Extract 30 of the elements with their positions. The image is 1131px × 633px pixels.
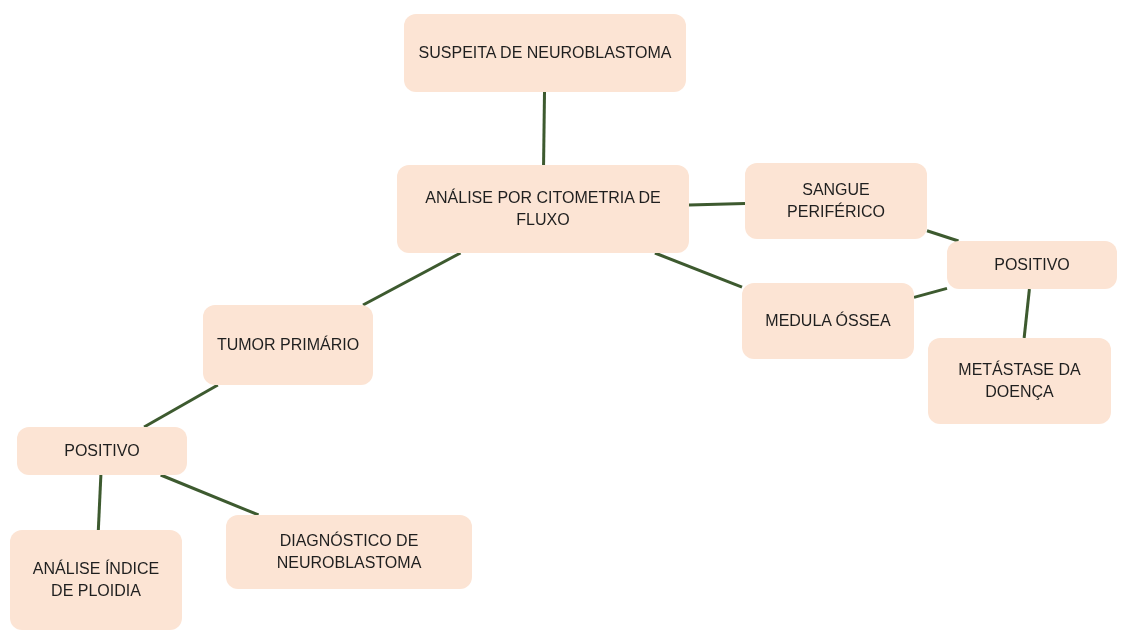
- box-label: METÁSTASE DA DOENÇA: [957, 359, 1082, 402]
- box-label: DIAGNÓSTICO DE NEUROBLASTOMA: [275, 530, 423, 573]
- box-label: ANÁLISE POR CITOMETRIA DE FLUXO: [424, 187, 662, 230]
- connector-line: [143, 383, 219, 429]
- connector-line: [96, 474, 103, 531]
- connector-line: [542, 91, 546, 166]
- box-label: MEDULA ÓSSEA: [765, 310, 891, 332]
- process-box: [745, 163, 927, 239]
- process-box: [928, 338, 1111, 424]
- connector-line: [913, 286, 948, 299]
- connector-line: [926, 229, 959, 243]
- process-box: [17, 427, 187, 475]
- connector-line: [688, 202, 746, 207]
- process-box: [10, 530, 182, 630]
- process-box: [404, 14, 686, 92]
- process-box: [742, 283, 914, 359]
- box-label: SUSPEITA DE NEUROBLASTOMA: [418, 43, 672, 64]
- connector-line: [654, 251, 743, 289]
- process-box: [397, 165, 689, 253]
- box-label: POSITIVO: [994, 255, 1070, 276]
- process-box: [947, 241, 1117, 289]
- box-label: ANÁLISE ÍNDICE DE PLOIDIA: [31, 558, 161, 601]
- box-label: POSITIVO: [64, 441, 140, 462]
- process-box: [226, 515, 472, 589]
- connector-line: [362, 251, 462, 307]
- process-box: [203, 305, 373, 385]
- connector-line: [1022, 288, 1031, 339]
- box-label: SANGUE PERIFÉRICO: [786, 180, 886, 222]
- connector-line: [160, 473, 260, 517]
- box-label: TUMOR PRIMÁRIO: [216, 334, 360, 356]
